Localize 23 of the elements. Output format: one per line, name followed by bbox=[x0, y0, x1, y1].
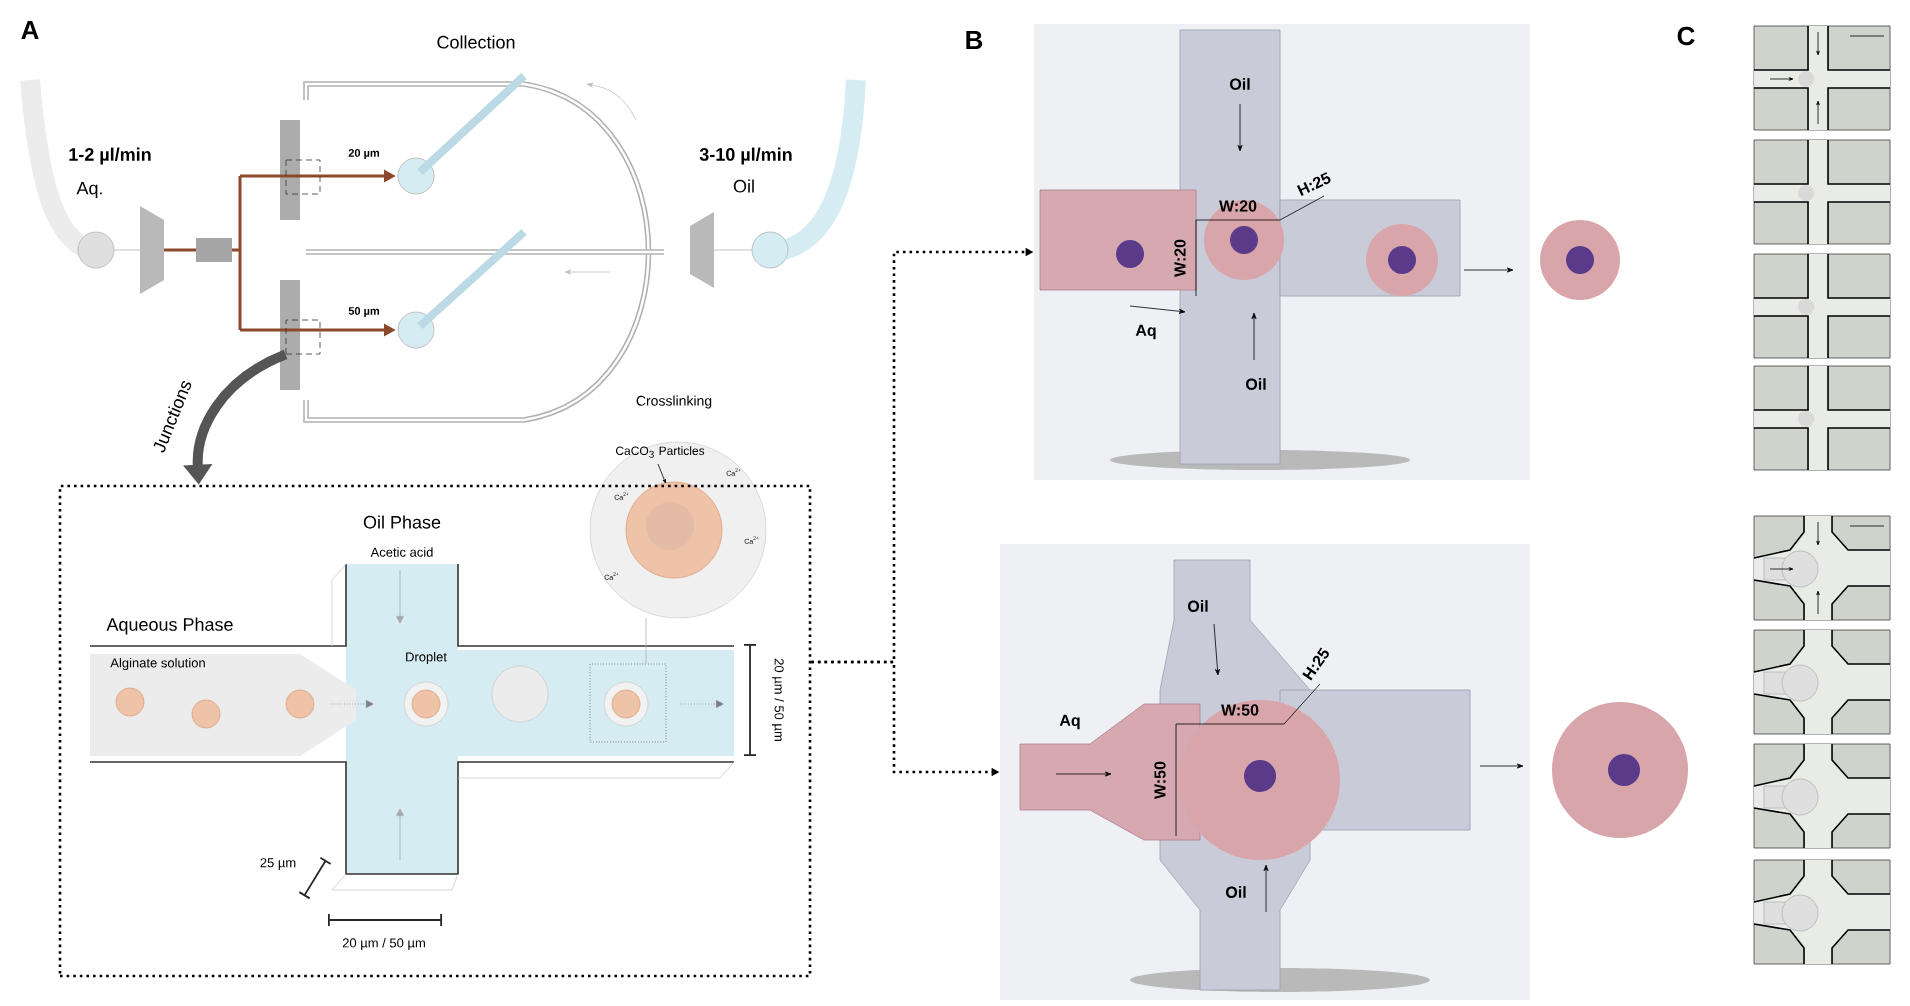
section-label: Collection bbox=[437, 35, 515, 49]
panel-letter: A bbox=[21, 21, 39, 39]
dimension-label: W:20 bbox=[1219, 200, 1257, 212]
dimension-label: H:25 bbox=[1296, 172, 1331, 196]
flow-rate-label: 3-10 µl/min bbox=[699, 147, 792, 165]
channel-label: Oil bbox=[1230, 78, 1250, 90]
channel-label: Oil bbox=[1226, 886, 1246, 898]
dimension-label: W:20 bbox=[1174, 239, 1186, 277]
channel-label: Aq bbox=[1059, 714, 1080, 730]
dimension-label: W:50 bbox=[1221, 704, 1259, 716]
inlet-label: Aq. bbox=[76, 181, 102, 199]
panel-letter: C bbox=[1677, 26, 1695, 46]
channel-label: Oil bbox=[1246, 378, 1266, 390]
channel-label: Oil bbox=[1188, 600, 1208, 612]
junction-box bbox=[285, 319, 321, 355]
panel-letter: B bbox=[966, 31, 983, 49]
dimension-label: W:50 bbox=[1154, 761, 1166, 799]
inset-box bbox=[58, 484, 812, 978]
phase-label: Aqueous Phase bbox=[106, 617, 233, 635]
flow-rate-label: 1-2 µl/min bbox=[69, 147, 151, 165]
inlet-label: Oil bbox=[733, 179, 754, 193]
channel-label: Aq bbox=[1135, 324, 1156, 340]
phase-label: Oil Phase bbox=[363, 515, 441, 529]
